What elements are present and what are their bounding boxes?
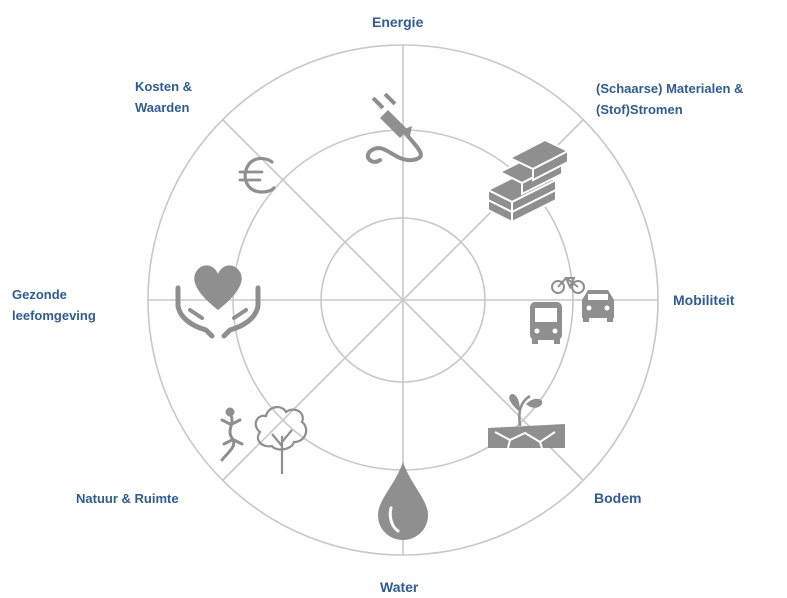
label-mobiliteit: Mobiliteit	[673, 290, 734, 311]
label-mobiliteit-line-1: Mobiliteit	[673, 292, 735, 308]
label-materialen-line-2: (Stof)Stromen	[596, 102, 683, 117]
label-materialen: (Schaarse) Materialen & (Stof)Stromen	[596, 78, 743, 120]
label-gezonde: Gezonde leefomgeving	[12, 284, 96, 326]
bicycle-icon	[551, 276, 585, 294]
label-gezonde-line-2: leefomgeving	[12, 308, 96, 323]
label-gezonde-line-1: Gezonde	[12, 287, 67, 302]
label-kosten-line-2: Waarden	[135, 100, 190, 115]
label-bodem-line-1: Bodem	[594, 490, 642, 506]
lizard-icon	[220, 407, 244, 462]
water-drop-icon	[378, 462, 428, 540]
plug-icon	[365, 92, 423, 164]
spoke-diagonal-nw	[222, 119, 584, 481]
car-icon	[582, 290, 614, 322]
label-kosten-line-1: Kosten &	[135, 79, 193, 94]
tree-icon	[254, 406, 308, 474]
label-bodem: Bodem	[594, 488, 641, 509]
label-natuur-line-1: Natuur & Ruimte	[76, 491, 179, 506]
label-kosten: Kosten & Waarden	[135, 76, 192, 118]
label-natuur: Natuur & Ruimte	[76, 488, 179, 509]
bus-icon	[530, 302, 562, 344]
label-energie: Energie	[372, 12, 423, 33]
euro-icon	[238, 156, 276, 194]
hands-heart-icon	[175, 265, 261, 339]
cracked-soil-sprout-icon	[488, 394, 565, 449]
label-energie-line-1: Energie	[372, 14, 424, 30]
lizard-tree-icon	[220, 406, 308, 474]
vehicles-icon	[530, 276, 614, 344]
bricks-icon	[485, 138, 571, 224]
label-materialen-line-1: (Schaarse) Materialen &	[596, 81, 744, 96]
label-water: Water	[380, 577, 418, 598]
label-water-line-1: Water	[380, 579, 419, 595]
